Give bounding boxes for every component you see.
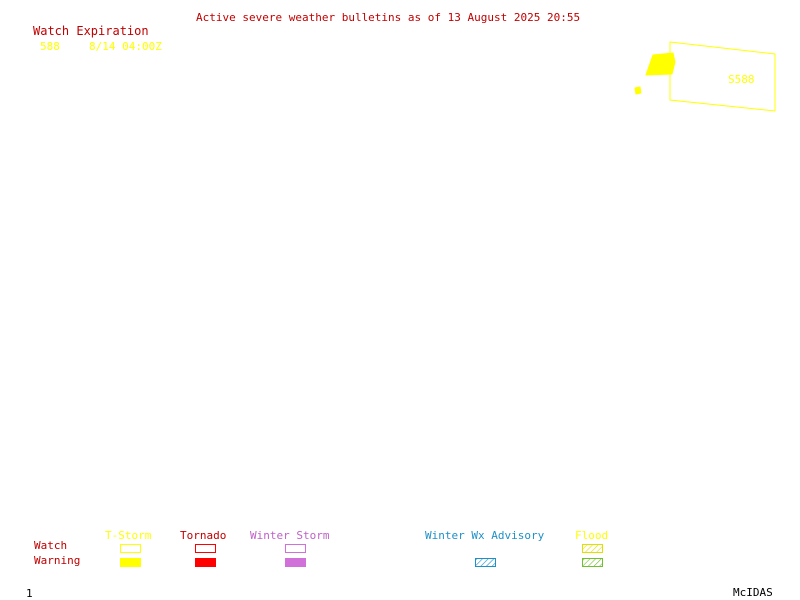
watch-expiration-time: 8/14 04:00Z [89,40,162,53]
legend-row-warning: Warning [34,554,81,567]
watch-expiration-id: 588 [40,40,60,53]
tstorm-watch-swatch [120,544,141,553]
flood-watch-swatch [582,544,603,553]
winter-wx-advisory-swatch [475,558,496,567]
winter-storm-watch-swatch [285,544,306,553]
winter-storm-warning-swatch [285,558,306,567]
mcidas-brand: McIDAS [733,586,773,599]
legend-tstorm: T-Storm [105,529,152,542]
tstorm-warning-area[interactable] [645,52,676,76]
legend-winter-wx-advisory: Winter Wx Advisory [425,529,545,542]
flood-warning-swatch [582,558,603,567]
tstorm-watch-polygon[interactable] [669,41,776,112]
legend-tornado: Tornado [180,529,227,542]
tstorm-warning-swatch [120,558,141,567]
bulletin-title: Active severe weather bulletins as of 13… [196,11,581,24]
legend-flood: Flood [575,529,609,542]
legend-row-watch: Watch [34,539,68,552]
page-number: 1 [26,587,33,600]
tornado-watch-swatch [195,544,216,553]
watch-expiration-heading: Watch Expiration [33,24,149,38]
tornado-warning-swatch [195,558,216,567]
legend-winter-storm: Winter Storm [250,529,330,542]
tstorm-warning-area-small[interactable] [634,86,642,95]
watch-polygon-label: S588 [728,73,755,86]
